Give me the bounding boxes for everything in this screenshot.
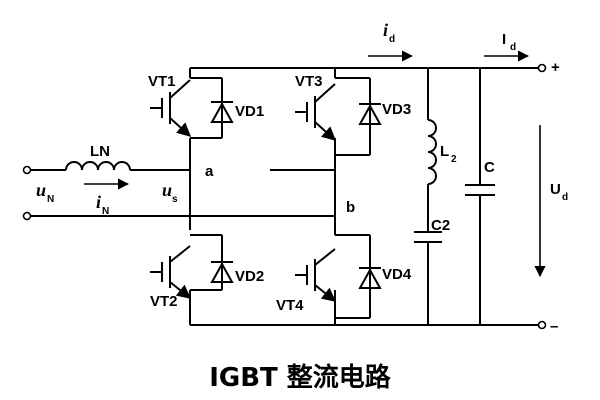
id-sub-label: d — [389, 34, 395, 45]
ln-label: LN — [90, 143, 110, 160]
vt4-transistor — [295, 248, 337, 302]
us-sub-label: s — [172, 194, 178, 205]
c-capacitor — [465, 68, 495, 325]
ln-inductor — [65, 161, 131, 171]
vd3-diode — [358, 103, 382, 125]
id-label: i — [383, 20, 388, 40]
vt3-transistor — [295, 83, 337, 141]
l2-sub-label: 2 — [451, 154, 457, 165]
input-terminal-a — [22, 165, 32, 175]
output-terminals — [537, 63, 547, 330]
minus-label: – — [550, 318, 558, 335]
ud-sub-label: d — [562, 192, 568, 203]
vt3-label: VT3 — [295, 73, 323, 90]
un-sub-label: N — [47, 194, 54, 205]
un-label: u — [36, 180, 46, 200]
minus-terminal — [537, 320, 547, 330]
c-label: C — [484, 159, 495, 176]
vd4-diode — [358, 267, 382, 289]
l2-label: L — [440, 143, 449, 160]
big-id-label: I — [502, 31, 506, 48]
node-a-label: a — [205, 163, 214, 180]
plus-terminal — [537, 63, 547, 73]
node-b-label: b — [346, 199, 355, 216]
vd2-label: VD2 — [235, 268, 264, 285]
leg-b-wiring — [334, 68, 371, 325]
c2-label: C2 — [431, 217, 450, 234]
plus-label: + — [551, 59, 560, 76]
leg-a-wiring — [189, 68, 223, 325]
in-label: i — [96, 192, 101, 212]
vt1-transistor — [150, 79, 192, 137]
vt4-label: VT4 — [276, 297, 304, 314]
vd1-label: VD1 — [235, 103, 264, 120]
input-wiring — [22, 165, 335, 221]
l2-branch — [427, 68, 437, 232]
vd4-label: VD4 — [382, 266, 412, 283]
us-label: u — [162, 180, 172, 200]
ud-label: U — [550, 181, 561, 198]
vd2-diode — [210, 261, 234, 283]
big-id-sub-label: d — [510, 42, 516, 53]
input-terminal-b — [22, 211, 32, 221]
vd3-label: VD3 — [382, 101, 411, 118]
diagram-title: IGBT 整流电路 — [209, 362, 392, 393]
c2-capacitor — [414, 231, 442, 325]
vd1-diode — [210, 101, 234, 123]
vt2-transistor — [150, 245, 192, 299]
vt1-label: VT1 — [148, 73, 176, 90]
in-sub-label: N — [102, 206, 109, 217]
vt2-label: VT2 — [150, 293, 178, 310]
